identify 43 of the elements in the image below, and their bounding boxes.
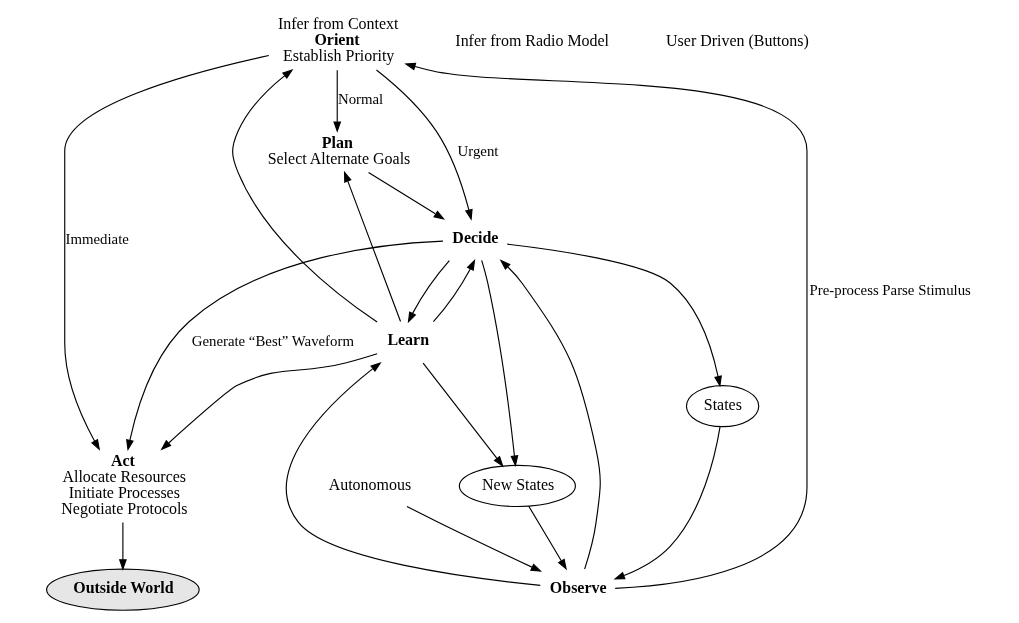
arrow (343, 170, 401, 323)
arrow (285, 361, 541, 586)
arrow (422, 362, 504, 468)
node-text: Orient (313, 30, 360, 48)
arrow (499, 259, 601, 570)
edge-label: Immediate (65, 230, 129, 247)
node-text: Observe (549, 578, 607, 596)
arrow (407, 260, 450, 324)
arrow (231, 68, 378, 323)
arrow (332, 69, 341, 133)
arrow (125, 240, 444, 452)
edge-label: Pre-process Parse Stimulus (809, 281, 971, 298)
node-label: Select Alternate Goals (267, 149, 410, 167)
node-label: Allocate Resources (61, 467, 186, 485)
node-text: Learn (386, 331, 429, 349)
arrow (375, 69, 473, 221)
node-label: Infer from Context (277, 14, 398, 32)
arrow (613, 426, 721, 580)
edge-label: Urgent (457, 142, 498, 159)
label: Infer from Radio Model (454, 31, 609, 49)
arrow (118, 522, 127, 571)
node-label: Negotiate Protocols (60, 499, 188, 517)
arrow (367, 171, 445, 220)
node-ellipse: New States (458, 464, 576, 508)
arrow (432, 259, 475, 323)
node-text: Plan (321, 133, 353, 151)
node-ellipse: States (685, 385, 759, 428)
node-label: Initiate Processes (68, 483, 180, 501)
node-label: Establish Priority (282, 46, 394, 64)
arrow (159, 353, 378, 451)
node-ellipse: Outside World (45, 568, 200, 611)
arrow (506, 243, 722, 388)
arrow (480, 259, 518, 467)
edge-label: Normal (337, 91, 383, 108)
arrow (63, 54, 269, 451)
arrow (403, 62, 808, 589)
arrow (527, 505, 567, 571)
node-text: Autonomous (328, 476, 411, 494)
label: User Driven (Buttons) (665, 31, 809, 49)
node-text: Decide (451, 228, 498, 246)
edge-label: Generate “Best” Waveform (191, 333, 354, 350)
arrow (405, 505, 542, 572)
node-text: Act (110, 451, 135, 469)
